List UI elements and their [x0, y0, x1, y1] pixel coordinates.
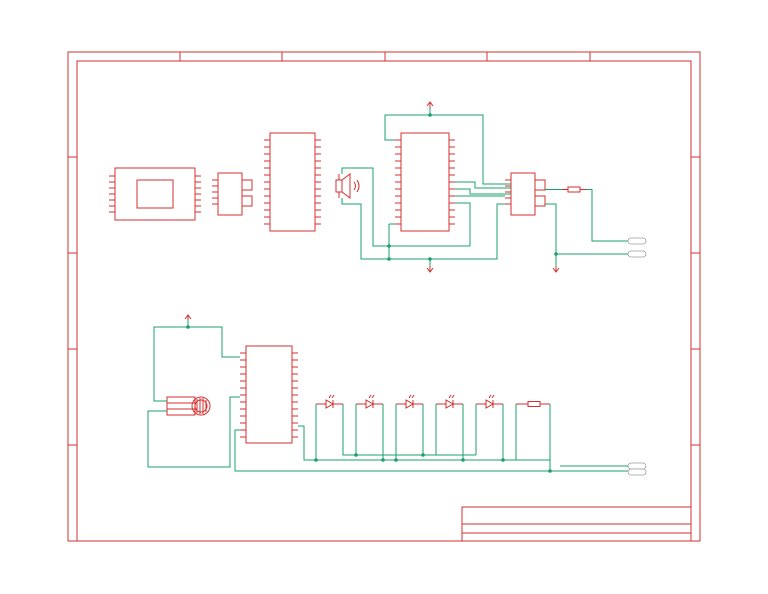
title-block	[461, 506, 692, 542]
led-1[interactable]	[316, 394, 343, 409]
vcc-top-u2	[426, 101, 434, 108]
terminal-top-2[interactable]	[627, 250, 647, 258]
terminal-bottom-1[interactable]	[560, 462, 647, 470]
microcontroller-u1[interactable]	[264, 132, 321, 232]
terminal-top-1[interactable]	[627, 237, 647, 245]
vcc-u3	[184, 314, 192, 320]
resistor-r1[interactable]	[562, 186, 586, 193]
terminal-bottom-2[interactable]	[627, 468, 647, 476]
microcontroller-u3[interactable]	[240, 345, 298, 444]
microcontroller-u2[interactable]	[395, 132, 455, 232]
led-3[interactable]	[396, 394, 423, 409]
lcd-display[interactable]	[109, 167, 201, 221]
led-4[interactable]	[436, 394, 463, 409]
upper-junctions	[387, 113, 558, 261]
lower-junctions	[186, 325, 552, 473]
ultrasonic-sensor[interactable]	[166, 396, 211, 416]
led-2[interactable]	[356, 394, 383, 409]
gnd-r1	[552, 266, 560, 273]
upper-wires	[341, 108, 628, 266]
gnd-bottom-u2	[426, 266, 434, 273]
resistor-r2[interactable]	[516, 401, 550, 407]
buzzer[interactable]	[335, 173, 360, 199]
relay-module[interactable]	[212, 172, 253, 216]
drawing-frame	[67, 51, 701, 542]
lower-wires	[147, 320, 628, 472]
output-relay[interactable]	[505, 172, 546, 216]
led-5[interactable]	[476, 394, 503, 409]
